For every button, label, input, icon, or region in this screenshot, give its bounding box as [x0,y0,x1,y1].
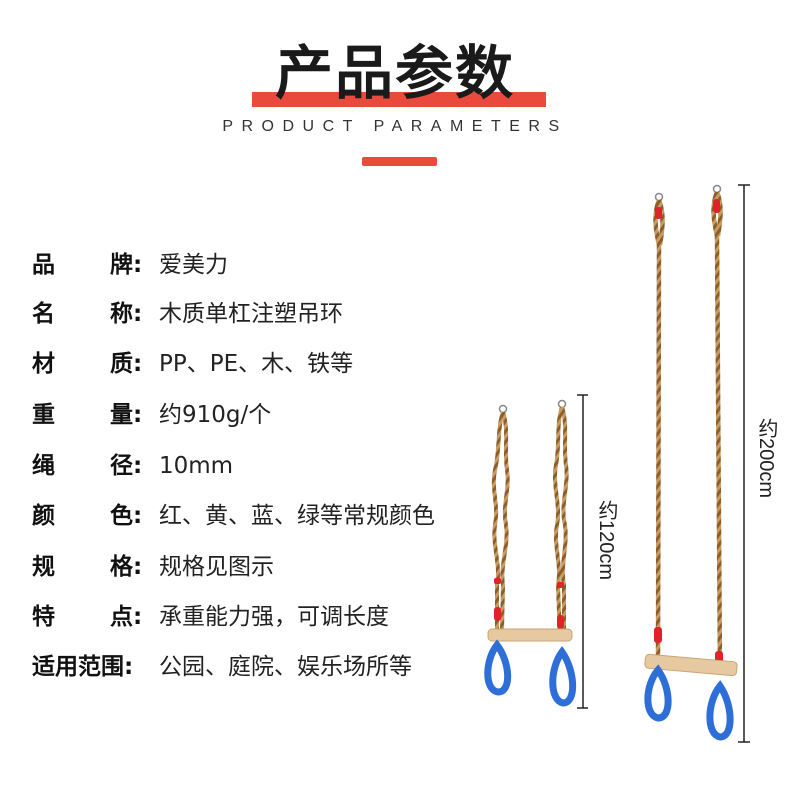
short-trapeze-left-rope [491,404,510,631]
short-trapeze-right-ring [549,646,577,707]
param-value: 约910g/个 [159,402,272,428]
param-label: 绳 [32,453,55,479]
param-label: 材 [32,351,55,377]
param-label: 重 [32,402,55,428]
param-value: 承重能力强，可调长度 [159,604,389,630]
param-label: 称: [110,301,143,327]
param-value: 红、黄、蓝、绿等常规颜色 [159,503,435,529]
param-label: 颜 [32,503,55,529]
long-trapeze-left-rope [653,192,665,661]
short-trapeze-wooden-bar [487,628,573,642]
param-label: 格: [110,554,143,580]
param-label: 规 [32,554,55,580]
param-label: 色: [110,503,143,529]
long-trapeze-right-ring [706,680,734,741]
long-trapeze-right-rope [711,184,723,676]
param-label: 径: [110,453,143,479]
param-label: 名 [32,301,55,327]
short-dimension-label: 约120cm [595,500,617,581]
long-trapeze-left-ring [644,664,672,722]
param-label: 品 [32,252,55,278]
param-value: 规格见图示 [159,554,274,580]
short-trapeze-right-rope [553,399,569,641]
param-label: 质: [110,351,143,377]
short-dimension-line [577,394,588,709]
param-label: 点: [110,604,143,630]
title-underline [362,157,437,166]
param-value: 10mm [159,453,234,479]
long-dimension-label: 约200cm [755,418,777,499]
param-label: 适用范围: [32,654,134,680]
short-trapeze [484,399,577,707]
param-label: 量: [110,402,143,428]
long-trapeze-wooden-bar [644,653,738,677]
param-value: 木质单杠注塑吊环 [159,301,343,327]
title-accent-bar [252,92,546,107]
param-label: 牌: [110,252,143,278]
long-dimension-line [738,184,750,743]
long-trapeze [644,184,738,741]
param-value: 爱美力 [159,252,228,278]
param-value: PP、PE、木、铁等 [159,351,354,377]
param-label: 特 [32,604,55,630]
page-title: 产品参数 [274,39,515,107]
param-value: 公园、庭院、娱乐场所等 [159,654,412,680]
short-trapeze-left-ring [484,639,512,696]
page-subtitle: PRODUCT PARAMETERS [222,118,568,135]
